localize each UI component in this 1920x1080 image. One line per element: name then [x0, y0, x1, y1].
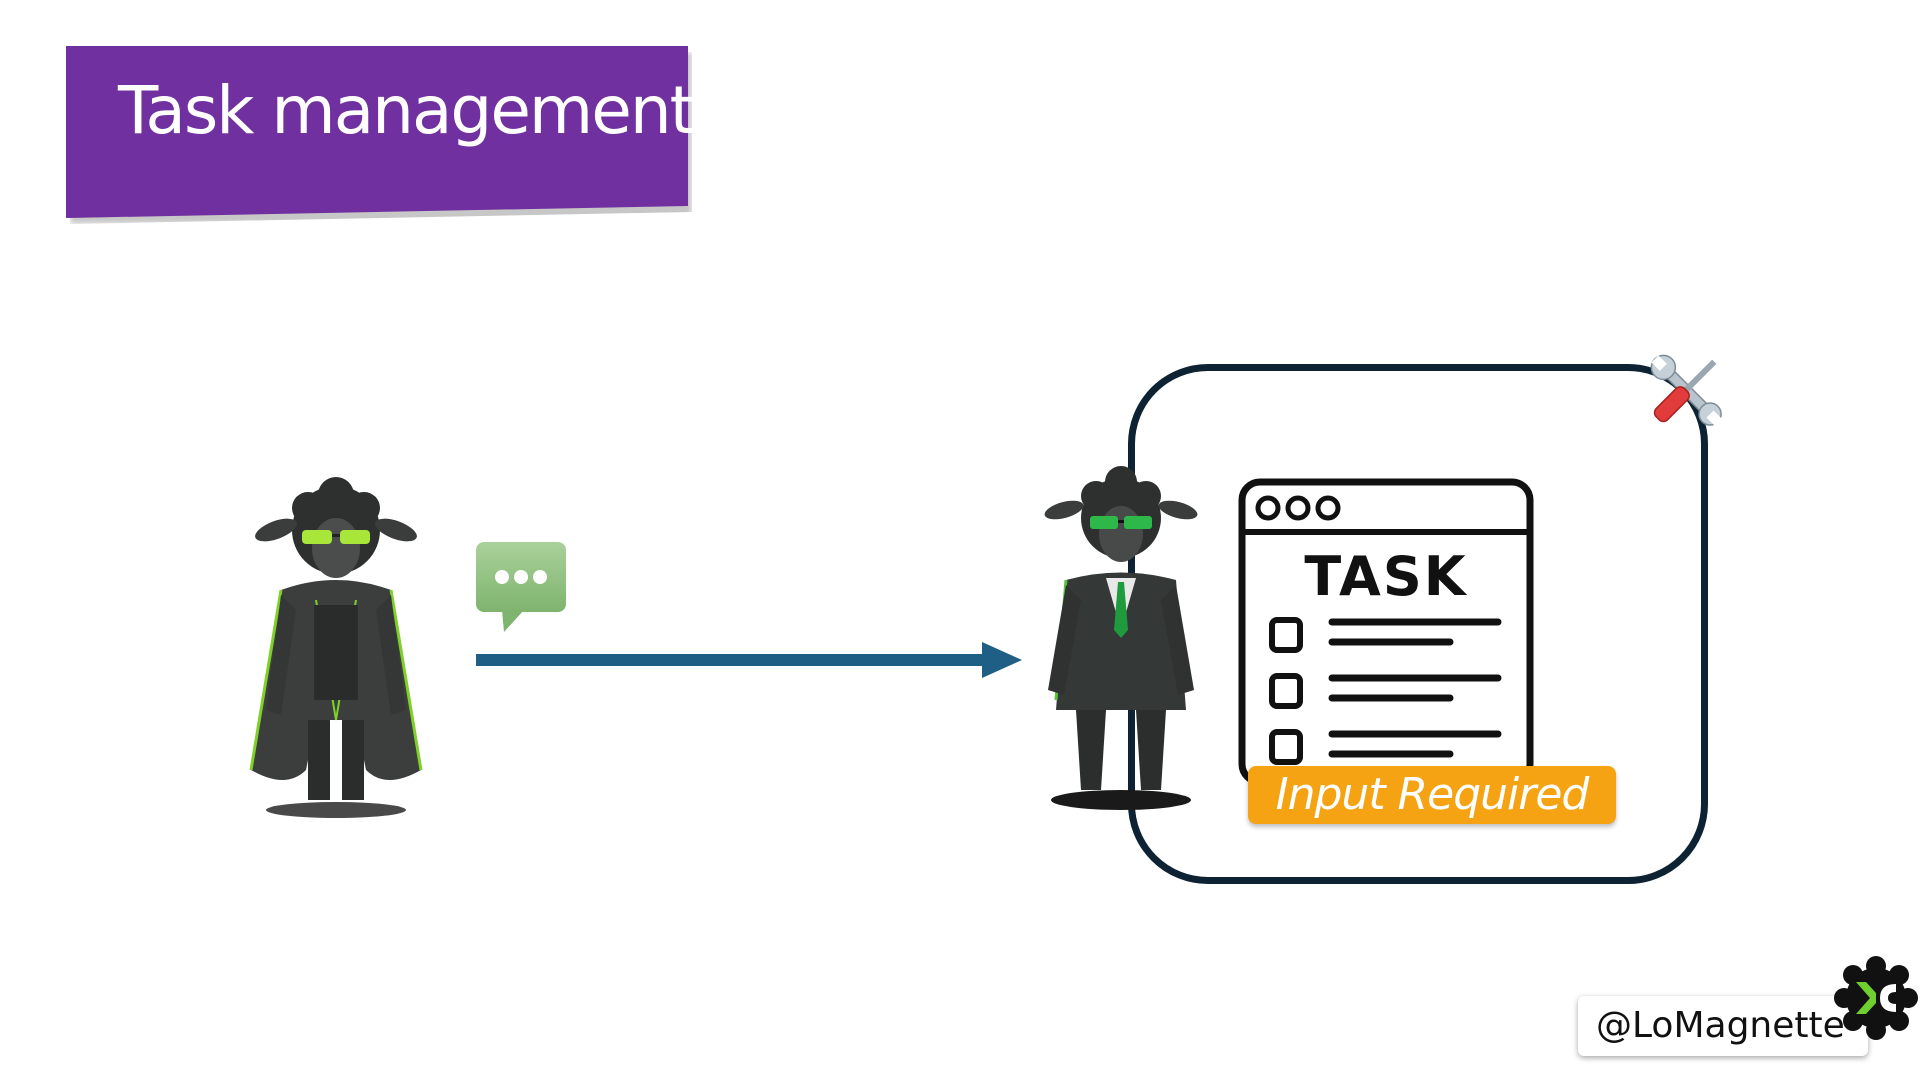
status-badge: Input Required	[1248, 766, 1616, 824]
author-handle: @LoMagnette	[1596, 1005, 1845, 1046]
handle-badge	[1578, 996, 1868, 1056]
wrench-screwdriver-icon	[1650, 354, 1723, 427]
title-banner	[66, 46, 688, 218]
task-window-icon	[1238, 478, 1534, 786]
chat-bubble-icon	[476, 542, 566, 632]
task-label: TASK	[1304, 545, 1468, 608]
flow-arrow	[476, 642, 1022, 678]
gear-logo-icon	[1834, 956, 1918, 1040]
sheep-suit-character	[1044, 466, 1198, 810]
sheep-coat-character	[249, 477, 423, 818]
slide-title: Task management	[118, 72, 696, 149]
